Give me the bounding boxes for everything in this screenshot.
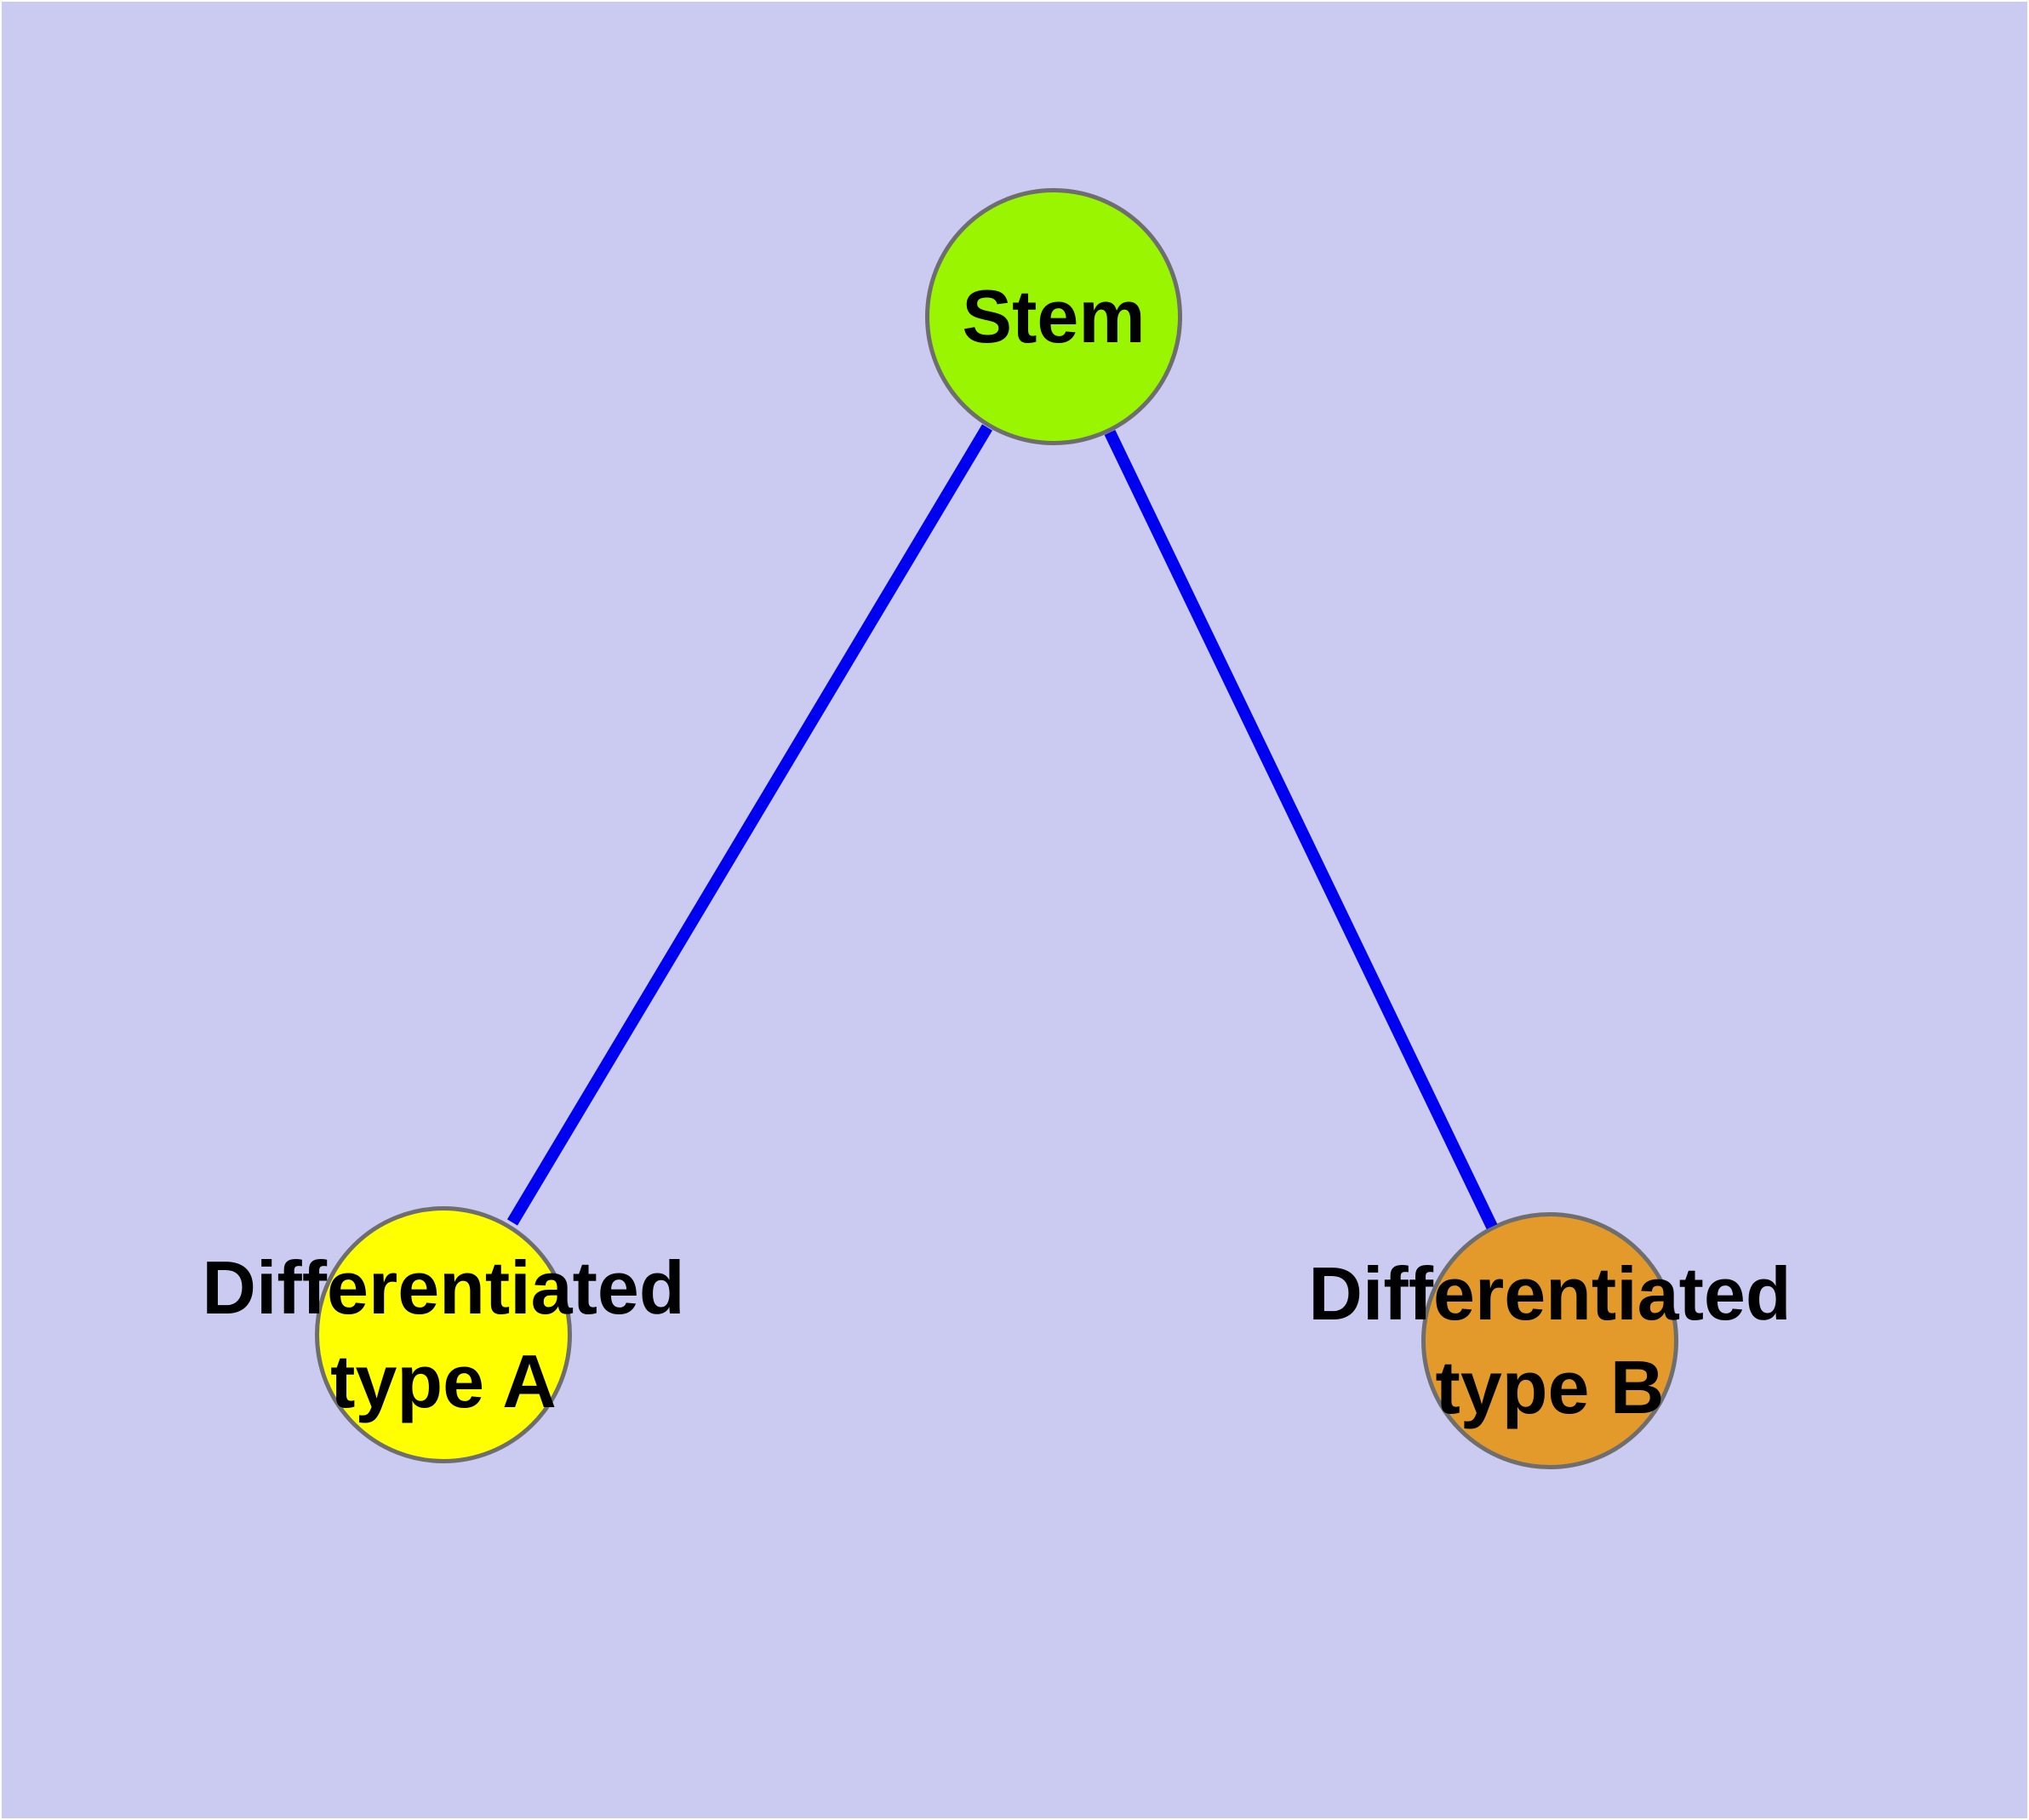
node-differentiated-type-a: Differentiated type A	[202, 1206, 685, 1463]
edge-stem-to-type-b	[1104, 429, 1498, 1230]
node-stem-label: Stem	[962, 274, 1146, 358]
node-stem: Stem	[925, 188, 1182, 445]
node-differentiated-type-b-label-line-2: type B	[1435, 1345, 1665, 1429]
node-differentiated-type-a-label-line-1: Differentiated	[202, 1245, 685, 1330]
edge-stem-to-type-a	[506, 424, 993, 1226]
node-differentiated-type-a-label-line-2: type A	[330, 1339, 557, 1423]
node-differentiated-type-b-label: Differentiated type B	[1308, 1247, 1791, 1434]
node-differentiated-type-b-label-line-1: Differentiated	[1308, 1251, 1792, 1336]
node-differentiated-type-b: Differentiated type B	[1308, 1212, 1792, 1469]
node-differentiated-type-a-label: Differentiated type A	[202, 1241, 684, 1428]
